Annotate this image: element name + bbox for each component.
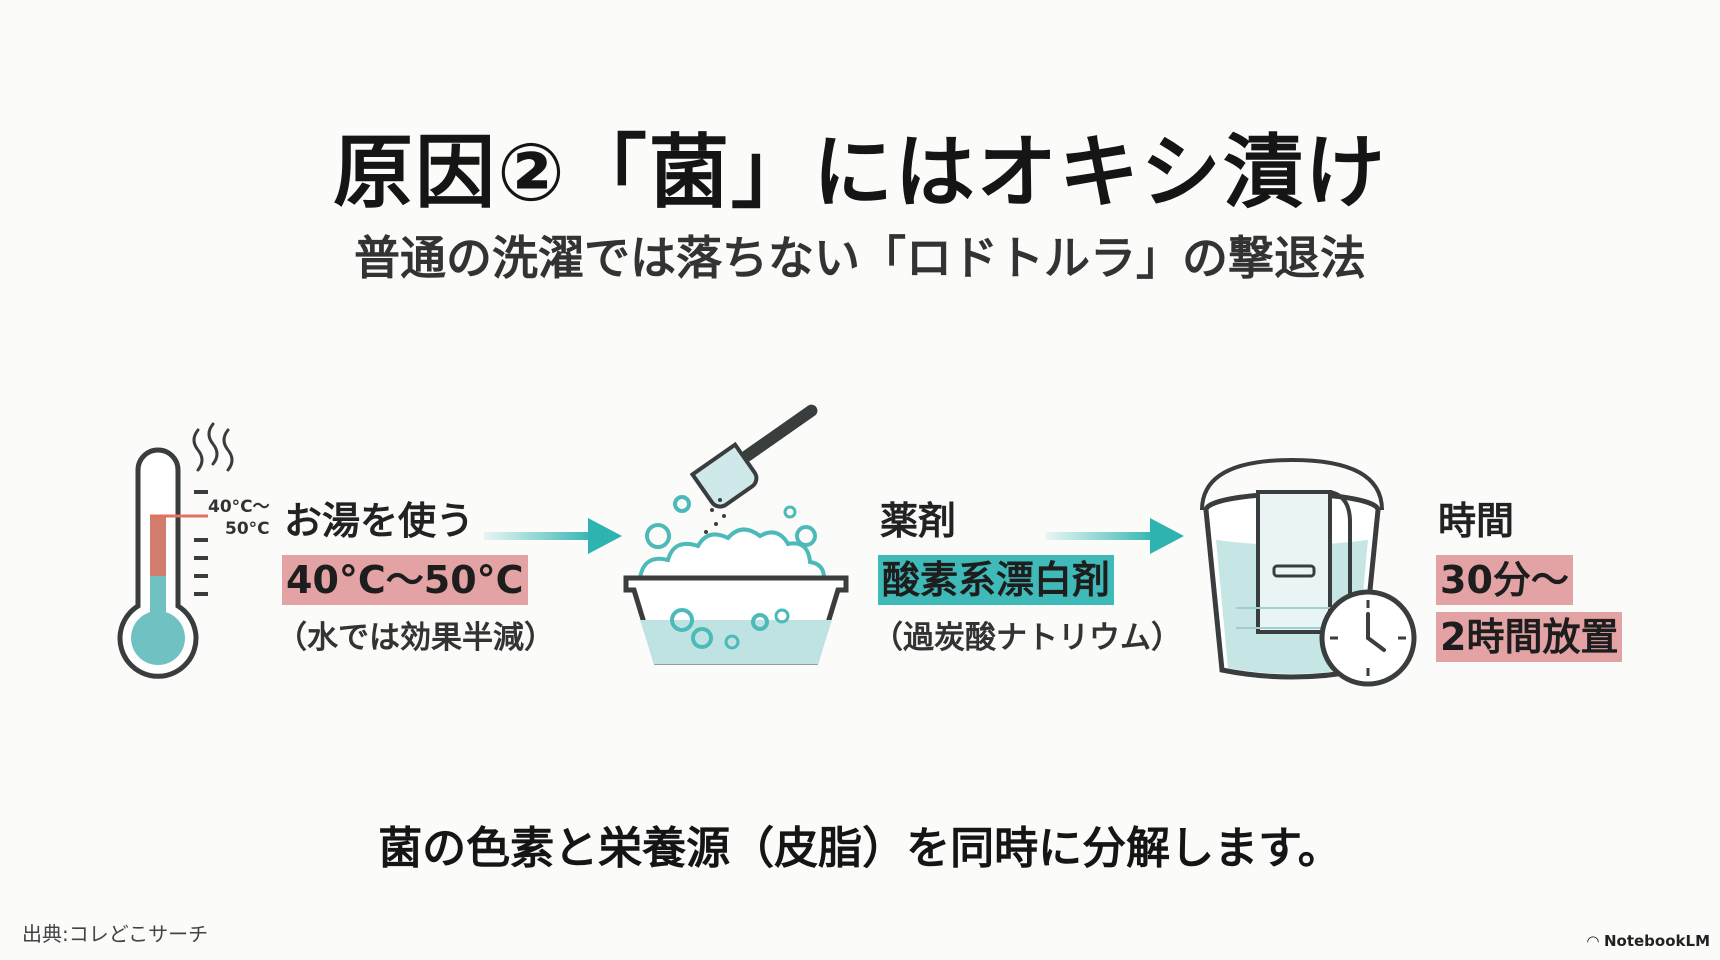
step-chemical-title: 薬剤: [880, 499, 957, 543]
thermometer-label-bottom: 50°C: [225, 519, 270, 539]
step-hot-water-title: お湯を使う: [284, 499, 475, 543]
thermometer-range-label: 40°C〜 50°C: [208, 496, 270, 540]
step-time-highlight-1: 30分〜: [1436, 555, 1573, 605]
arrow-right-icon: [1046, 518, 1184, 554]
step-hot-water-note: （水では効果半減）: [276, 620, 555, 656]
notebooklm-logo-icon: ◠: [1587, 932, 1604, 950]
slide-subtitle: 普通の洗濯では落ちない「ロドトルラ」の撃退法: [354, 231, 1366, 285]
conclusion-text: 菌の色素と栄養源（皮脂）を同時に分解します。: [378, 823, 1342, 874]
brand-name: NotebookLM: [1603, 932, 1710, 950]
step-hot-water-highlight: 40°C〜50°C: [282, 555, 528, 605]
source-credit: 出典:コレどこサーチ: [22, 922, 209, 946]
thermometer-label-top: 40°C〜: [208, 497, 270, 517]
step-time-highlight-2: 2時間放置: [1436, 612, 1623, 662]
thermometer-icon: [117, 422, 234, 679]
arrow-right-icon: [484, 518, 622, 554]
step-chemical-highlight: 酸素系漂白剤: [878, 555, 1115, 605]
brand-watermark: ◠ NotebookLM: [1587, 932, 1710, 950]
step-time-title: 時間: [1438, 499, 1515, 543]
step-chemical-note: （過炭酸ナトリウム）: [872, 620, 1182, 656]
bucket-clock-icon: [1200, 457, 1417, 687]
wash-basin-icon: [623, 404, 849, 665]
slide-title: 原因②「菌」にはオキシ漬け: [333, 126, 1387, 219]
